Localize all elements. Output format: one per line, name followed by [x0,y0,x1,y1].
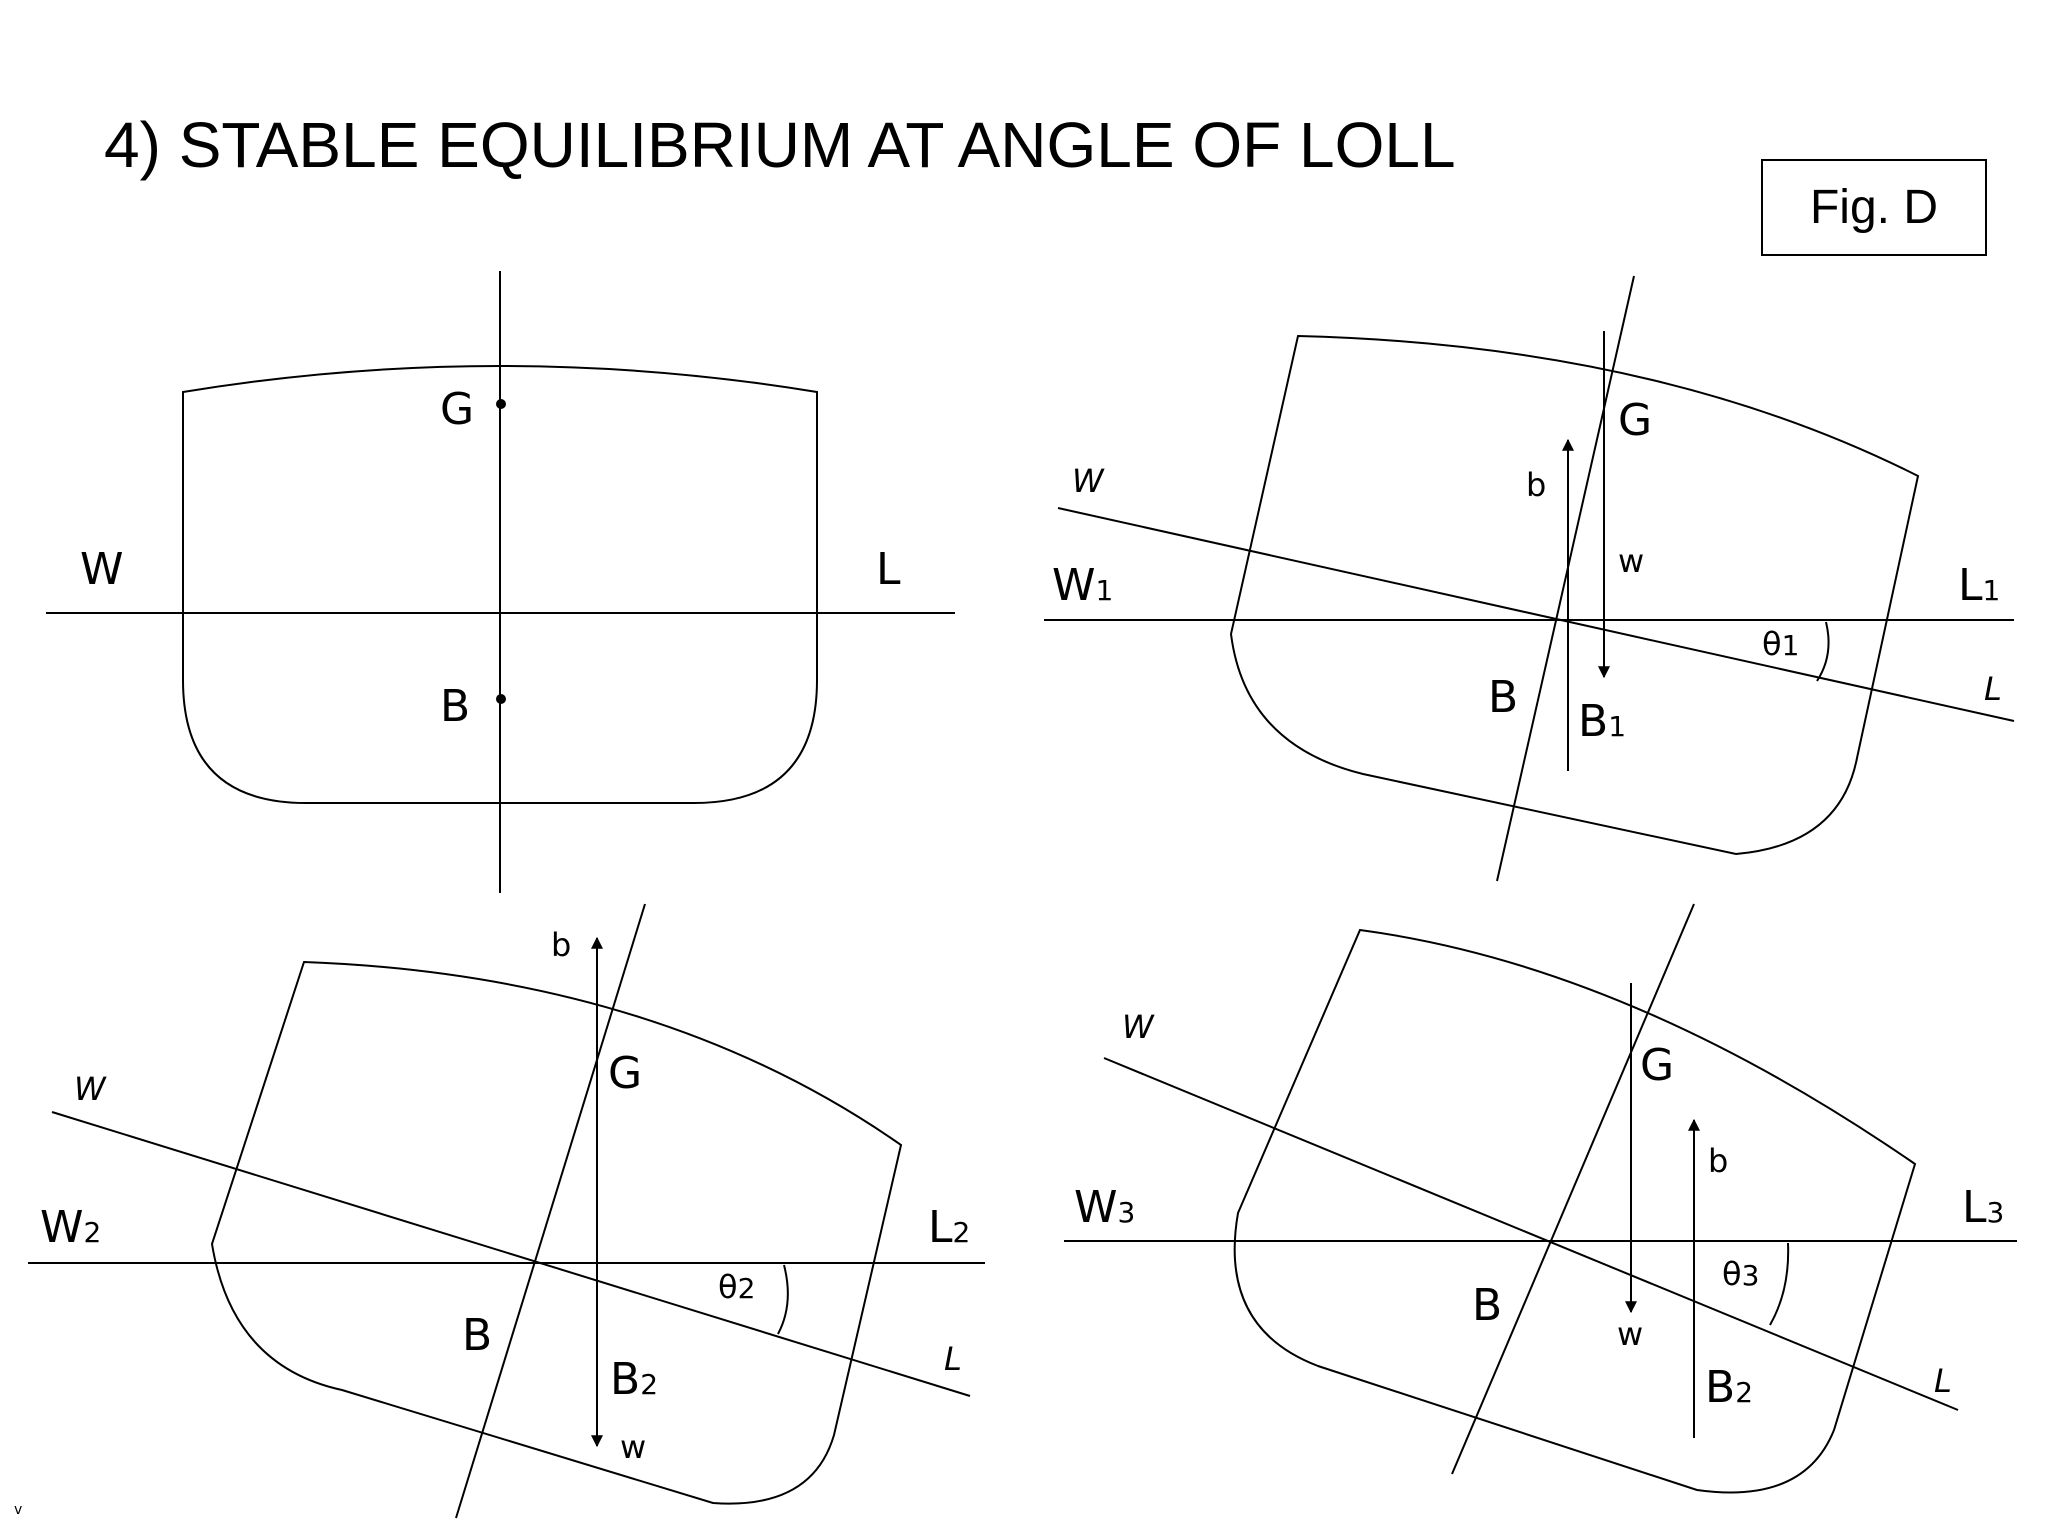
heeled-waterline [1057,507,2015,722]
centreline [1451,903,1695,1475]
label-w-lower: W [1122,1008,1155,1046]
figure-label: Fig. D [1809,181,1938,234]
label-g: G [440,384,474,435]
label-weight: w [1618,542,1644,580]
label-b: B [440,681,470,732]
label-g: G [1640,1040,1674,1091]
g-point [496,399,506,409]
hull-outline [1233,928,1917,1494]
hull-outline [182,365,818,804]
hull-outline [1229,334,1920,856]
panel-upright: W L G B [46,271,955,893]
heel-angle-arc [1769,1242,1790,1326]
heeled-waterline [1103,1057,1959,1411]
label-b: B [462,1310,492,1361]
label-buoyancy: b [1526,466,1546,504]
label-w: W [80,544,124,595]
label-weight: w [620,1428,646,1466]
label-g: G [608,1048,642,1099]
label-g: G [1618,395,1652,446]
label-l-lower: L [1934,1362,1952,1400]
label-b: B [1472,1280,1502,1331]
label-l2: L2 [928,1202,970,1253]
panel-heel-1: W L W1 L1 G B B1 b w θ1 [1044,275,2015,882]
label-b1: B1 [1578,696,1626,747]
label-b2: B2 [610,1354,658,1405]
label-l1: L1 [1958,560,2000,611]
heel-angle-arc [777,1264,789,1335]
centreline [1496,275,1635,882]
label-w1: W1 [1052,560,1113,611]
corner-mark: v [14,1502,23,1518]
label-b: B [1488,672,1518,723]
label-w3: W3 [1074,1182,1135,1233]
centreline [455,903,646,1519]
label-theta2: θ2 [718,1268,755,1306]
label-theta3: θ3 [1722,1255,1759,1293]
label-buoyancy: b [551,926,571,964]
slide-title: 4) STABLE EQUILIBRIUM AT ANGLE OF LOLL [104,109,1456,181]
label-weight: w [1617,1315,1643,1353]
label-w-lower: W [74,1070,107,1108]
panel-heel-2: W L W2 L2 G B B2 b w θ2 [28,903,985,1519]
hull-outline [210,960,903,1505]
label-l-lower: L [944,1340,962,1378]
label-buoyancy: b [1708,1142,1728,1180]
label-w-lower: W [1072,462,1105,500]
heeled-waterline [51,1111,971,1397]
panel-heel-3: W L W3 L3 G B B2 b w θ3 [1064,903,2017,1494]
label-w2: W2 [40,1202,101,1253]
label-b2: B2 [1705,1362,1753,1413]
label-l: L [876,544,901,595]
figure-label-box: Fig. D [1761,159,1987,256]
b-point [496,694,506,704]
label-theta1: θ1 [1762,625,1799,663]
heel-angle-arc [1816,621,1830,682]
label-l3: L3 [1962,1182,2004,1233]
label-l-lower: L [1984,670,2002,708]
